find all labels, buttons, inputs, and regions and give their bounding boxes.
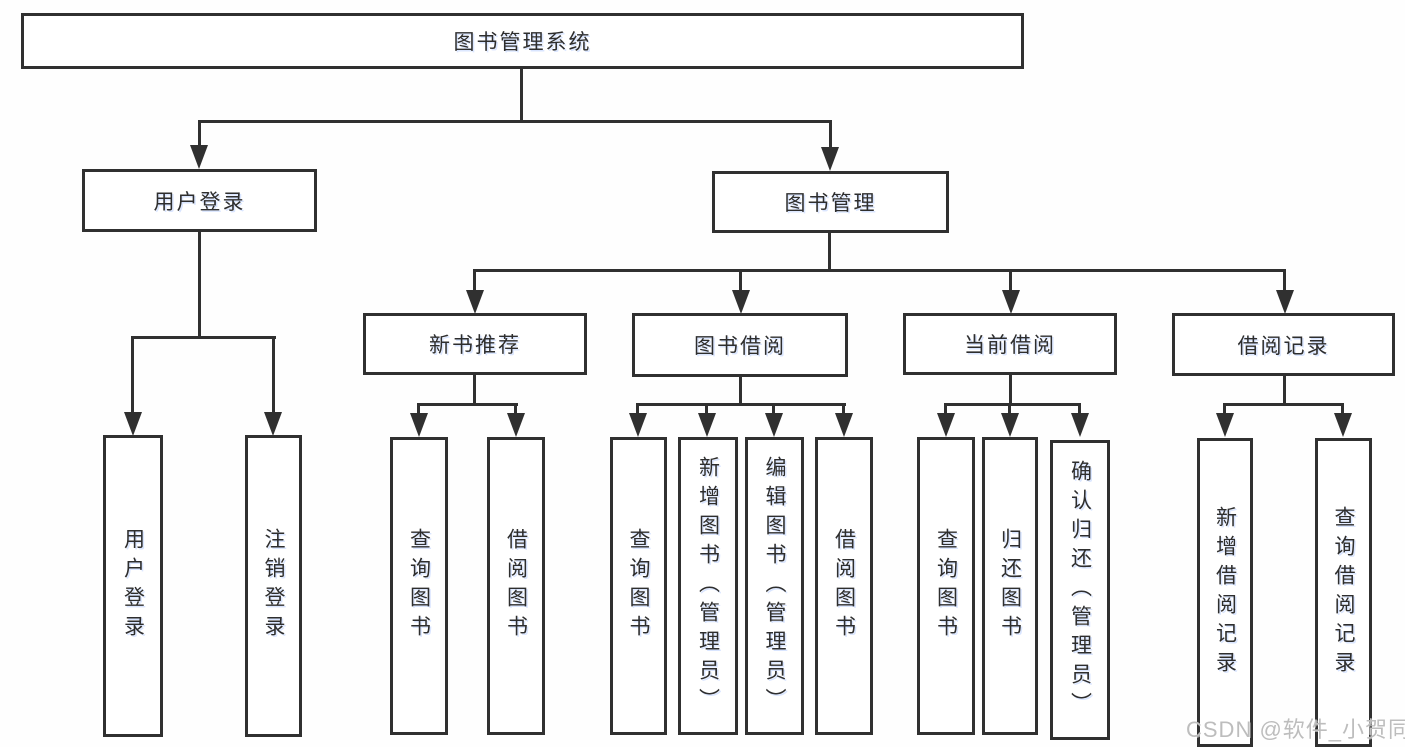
- arrow-down-icon: [835, 413, 853, 437]
- arrow-down-icon: [1071, 413, 1089, 437]
- arrow-down-icon: [1276, 290, 1294, 314]
- connector-shaft: [198, 120, 201, 147]
- connector-shaft: [636, 403, 639, 415]
- arrow-down-icon: [507, 413, 525, 437]
- leaf-borrow-edit-books: 编辑图书（管理员）: [745, 437, 804, 735]
- node-book-management: 图书管理: [712, 171, 949, 233]
- connector-bookborrow-vertical: [739, 377, 742, 406]
- connector-shaft: [705, 403, 708, 415]
- connector-records-vertical: [1283, 376, 1286, 406]
- connector-newbook-vertical: [473, 375, 476, 406]
- leaf-newbook-borrow-books: 借阅图书: [487, 437, 545, 735]
- connector-shaft: [514, 403, 517, 415]
- arrow-down-icon: [410, 413, 428, 437]
- connector-shaft: [1009, 269, 1012, 293]
- arrow-down-icon: [765, 413, 783, 437]
- connector-shaft: [1283, 269, 1286, 293]
- leaf-newbook-query-books: 查询图书: [390, 437, 448, 735]
- leaf-borrow-add-books: 新增图书（管理员）: [678, 437, 738, 735]
- connector-shaft: [1078, 403, 1081, 415]
- watermark-text: CSDN @软件_小贺同学: [1186, 717, 1405, 742]
- arrow-down-icon: [264, 412, 282, 436]
- connector-records-horizontal: [1223, 403, 1343, 406]
- arrow-down-icon: [732, 290, 750, 314]
- connector-shaft: [829, 120, 832, 149]
- connector-shaft: [944, 403, 947, 415]
- arrow-down-icon: [466, 290, 484, 314]
- arrow-down-icon: [1001, 413, 1019, 437]
- connector-shaft: [417, 403, 420, 415]
- node-library-system: 图书管理系统: [21, 13, 1024, 69]
- connector-shaft: [473, 269, 476, 293]
- connector-shaft: [1223, 403, 1226, 415]
- connector-shaft: [842, 403, 845, 415]
- connector-shaft: [1341, 403, 1344, 415]
- node-borrow-records: 借阅记录: [1172, 313, 1395, 376]
- arrow-down-icon: [629, 413, 647, 437]
- leaf-borrow-query-books: 查询图书: [610, 437, 667, 735]
- connector-currentborrow-horizontal: [944, 403, 1081, 406]
- leaf-logout: 注销登录: [245, 435, 302, 737]
- connector-shaft: [272, 336, 275, 416]
- leaf-records-query-record: 查询借阅记录: [1315, 438, 1372, 747]
- node-book-borrow: 图书借阅: [632, 313, 848, 377]
- node-current-borrow: 当前借阅: [903, 313, 1117, 375]
- connector-newbook-horizontal: [417, 403, 518, 406]
- connector-root-horizontal: [198, 120, 831, 123]
- connector-shaft: [739, 269, 742, 293]
- arrow-down-icon: [1002, 290, 1020, 314]
- connector-userlogin-horizontal: [131, 336, 276, 339]
- connector-userlogin-vertical: [198, 232, 201, 339]
- connector-bookmgmt-vertical: [828, 233, 831, 272]
- arrow-down-icon: [698, 413, 716, 437]
- arrow-down-icon: [124, 412, 142, 436]
- arrow-down-icon: [190, 145, 208, 169]
- leaf-current-confirm-return: 确认归还（管理员）: [1050, 440, 1110, 740]
- connector-currentborrow-vertical: [1009, 375, 1012, 406]
- leaf-borrow-borrow-books: 借阅图书: [815, 437, 873, 735]
- arrow-down-icon: [937, 413, 955, 437]
- connector-bookborrow-horizontal: [637, 403, 846, 406]
- node-new-book-recommend: 新书推荐: [363, 313, 587, 375]
- connector-shaft: [772, 403, 775, 415]
- arrow-down-icon: [1216, 413, 1234, 437]
- node-user-login: 用户登录: [82, 169, 317, 232]
- connector-bookmgmt-horizontal: [473, 269, 1286, 272]
- connector-shaft: [1008, 403, 1011, 415]
- leaf-records-add-record: 新增借阅记录: [1197, 438, 1253, 747]
- connector-root-vertical: [520, 68, 523, 123]
- leaf-user-login: 用户登录: [103, 435, 163, 737]
- arrow-down-icon: [821, 147, 839, 171]
- arrow-down-icon: [1334, 413, 1352, 437]
- connector-shaft: [131, 336, 134, 416]
- leaf-current-query-books: 查询图书: [917, 437, 975, 735]
- leaf-current-return-books: 归还图书: [982, 437, 1038, 735]
